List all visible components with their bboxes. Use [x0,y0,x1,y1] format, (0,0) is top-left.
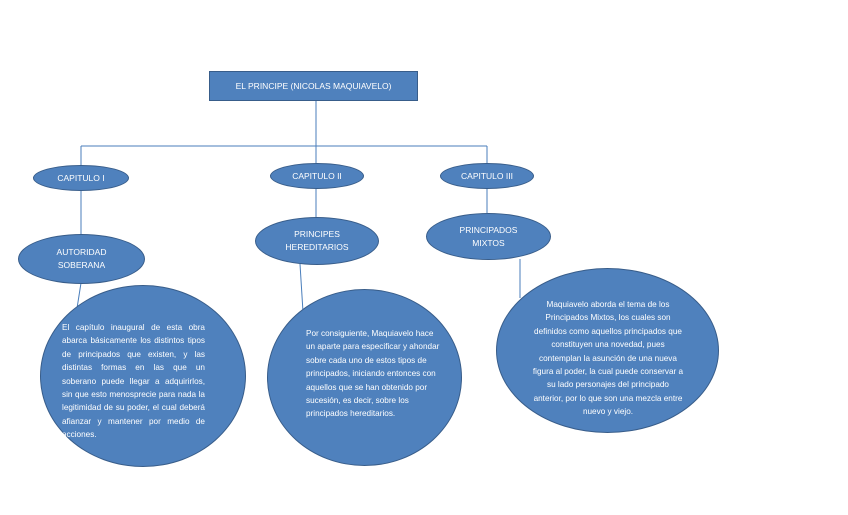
topic-2-node: PRINCIPES HEREDITARIOS [255,217,379,265]
topic-3-node: PRINCIPADOS MIXTOS [426,213,551,260]
connector-topic2-desc [299,263,304,313]
chapter-1-node: CAPITULO I [33,165,129,191]
topic-1-text: AUTORIDAD SOBERANA [56,247,107,270]
description-1-ellipse [40,285,246,467]
title-text: EL PRINCIPE (NICOLAS MAQUIAVELO) [235,80,392,91]
chapter-3-label: CAPITULO III [461,170,513,181]
chapter-1-label: CAPITULO I [57,172,105,183]
description-1-text: El capítulo inaugural de esta obra abarc… [62,323,205,440]
chapter-2-label: CAPITULO II [292,170,342,181]
description-2-ellipse [267,289,462,466]
chapter-2-node: CAPITULO II [270,163,364,189]
title-box: EL PRINCIPE (NICOLAS MAQUIAVELO) [209,71,418,101]
topic-3-text: PRINCIPADOS MIXTOS [459,224,518,248]
description-3-ellipse [496,268,719,433]
description-2-text: Por consiguiente, Maquiavelo hace un apa… [306,329,440,419]
chapter-3-node: CAPITULO III [440,163,534,189]
topic-2-text: PRINCIPES HEREDITARIOS [285,229,349,252]
topic-1-node: AUTORIDAD SOBERANA [18,234,145,284]
description-3-text: Maquiavelo aborda el tema de los Princip… [532,300,684,417]
